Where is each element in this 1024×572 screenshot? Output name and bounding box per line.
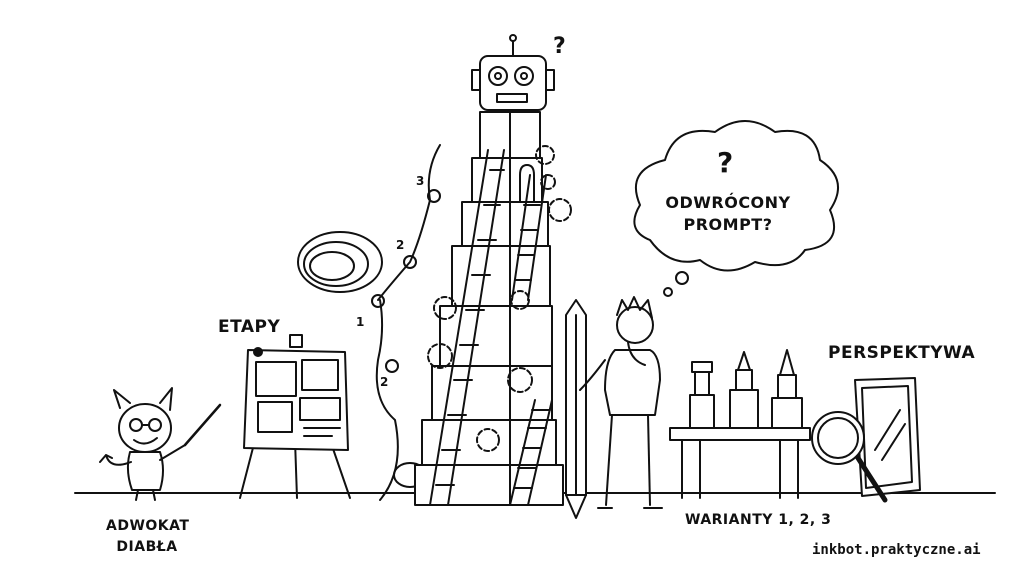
thought-bubble [633, 120, 839, 297]
pencil [565, 299, 587, 519]
gears [427, 145, 572, 452]
perspective-label: PERSPEKTYWA [828, 343, 976, 363]
robot-question-mark: ? [553, 34, 567, 59]
rope-knot-number: 1 [356, 315, 365, 329]
devils-advocate-line1: ADWOKAT [106, 518, 190, 534]
devils-advocate-label: ADWOKAT DIABŁA [106, 516, 190, 558]
thinking-man [579, 296, 663, 509]
rope-knot-number: 3 [416, 174, 425, 188]
bubble-question-mark: ? [717, 146, 734, 179]
block-tower [414, 111, 564, 506]
ladder-right [509, 174, 553, 506]
ladder-left [429, 149, 505, 506]
devil-figure [99, 387, 222, 501]
bubble-line1: ODWRÓCONY [665, 193, 791, 212]
rope-knot-number: 2 [396, 238, 405, 252]
rope-knot-number: 2 [380, 375, 389, 389]
thought-bubble-text: ODWRÓCONY PROMPT? [648, 192, 808, 236]
rope [297, 144, 441, 501]
easel [239, 334, 351, 499]
footer-credit: inkbot.praktyczne.ai [812, 542, 981, 558]
bubble-line2: PROMPT? [683, 215, 773, 234]
robot [471, 34, 555, 111]
magnifying-glass-icon [811, 411, 888, 503]
variants-label: WARIANTY 1, 2, 3 [685, 512, 832, 528]
variants-table [669, 349, 811, 499]
stages-label: ETAPY [218, 317, 281, 337]
devils-advocate-line2: DIABŁA [116, 539, 178, 555]
